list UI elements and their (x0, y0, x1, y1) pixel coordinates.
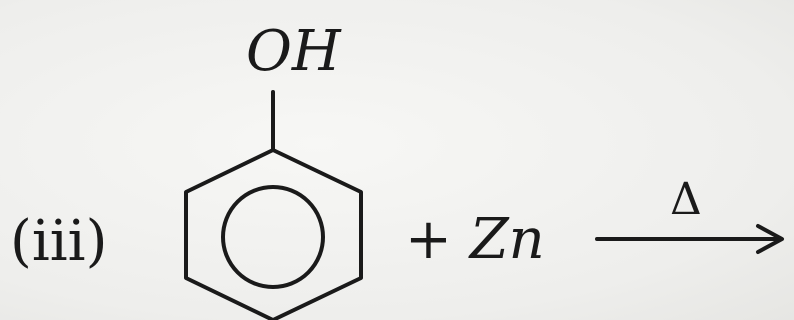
hydroxyl-group-label: OH (246, 19, 341, 84)
aromatic-circle (221, 185, 325, 289)
plus-sign: + (405, 207, 452, 272)
item-label: (iii) (10, 209, 108, 274)
zinc-reagent: Zn (469, 207, 545, 272)
heat-condition: Δ (670, 174, 702, 225)
benzene-ring (184, 148, 363, 320)
reagent-term: + Zn (405, 212, 545, 268)
arrow-head (756, 224, 784, 254)
